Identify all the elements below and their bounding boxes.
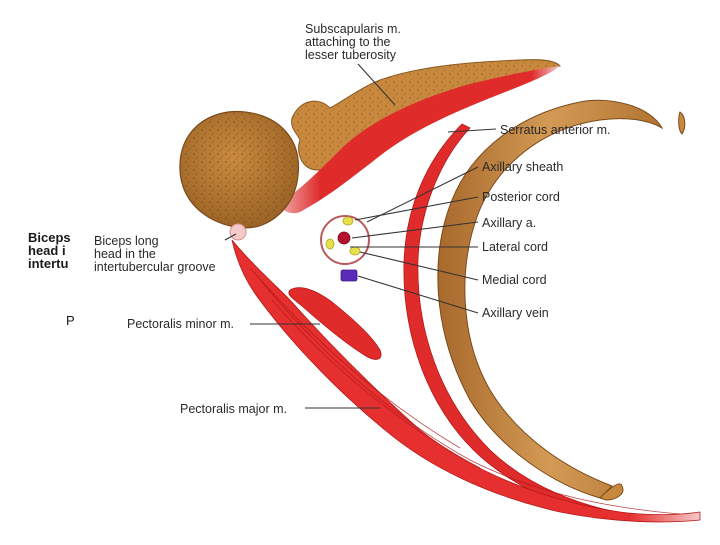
pectoralis-major-label: Pectoralis major m. bbox=[180, 402, 287, 416]
labels: Subscapularis m. attaching to the lesser… bbox=[94, 22, 610, 416]
humeral-head bbox=[179, 110, 300, 241]
subscapularis-muscle bbox=[278, 66, 560, 214]
pectoralis-minor-label: Pectoralis minor m. bbox=[127, 317, 234, 331]
axillary-artery bbox=[337, 231, 351, 245]
pectoralis-minor-muscle bbox=[288, 287, 382, 360]
subscapularis-label: Subscapularis m. attaching to the lesser… bbox=[305, 22, 404, 62]
biceps-label: Biceps long head in the intertubercular … bbox=[94, 234, 216, 274]
ghost-text-line-2: head i bbox=[28, 243, 66, 258]
medial-cord bbox=[349, 246, 361, 256]
rib-bone bbox=[437, 99, 686, 501]
lateral-cord bbox=[325, 238, 335, 250]
ghost-text-line-3: intertu bbox=[28, 256, 69, 271]
axillary-sheath bbox=[320, 215, 370, 265]
ghost-text-line-4: P bbox=[66, 313, 75, 328]
lateral-cord-label: Lateral cord bbox=[482, 240, 548, 254]
posterior-cord bbox=[342, 216, 354, 226]
axillary-vein bbox=[340, 269, 358, 282]
ghost-text: Biceps head i intertu P bbox=[28, 230, 75, 328]
serratus-anterior-label: Serratus anterior m. bbox=[500, 123, 610, 137]
ghost-text-line-1: Biceps bbox=[28, 230, 71, 245]
axillary-artery-label: Axillary a. bbox=[482, 216, 536, 230]
posterior-cord-label: Posterior cord bbox=[482, 190, 560, 204]
leader-lines bbox=[224, 63, 497, 409]
axillary-sheath-label: Axillary sheath bbox=[482, 160, 563, 174]
pectoralis-major-fibers bbox=[249, 267, 681, 515]
medial-cord-label: Medial cord bbox=[482, 273, 547, 287]
axillary-vein-label: Axillary vein bbox=[482, 306, 549, 320]
pectoralis-major-muscle bbox=[231, 239, 701, 523]
